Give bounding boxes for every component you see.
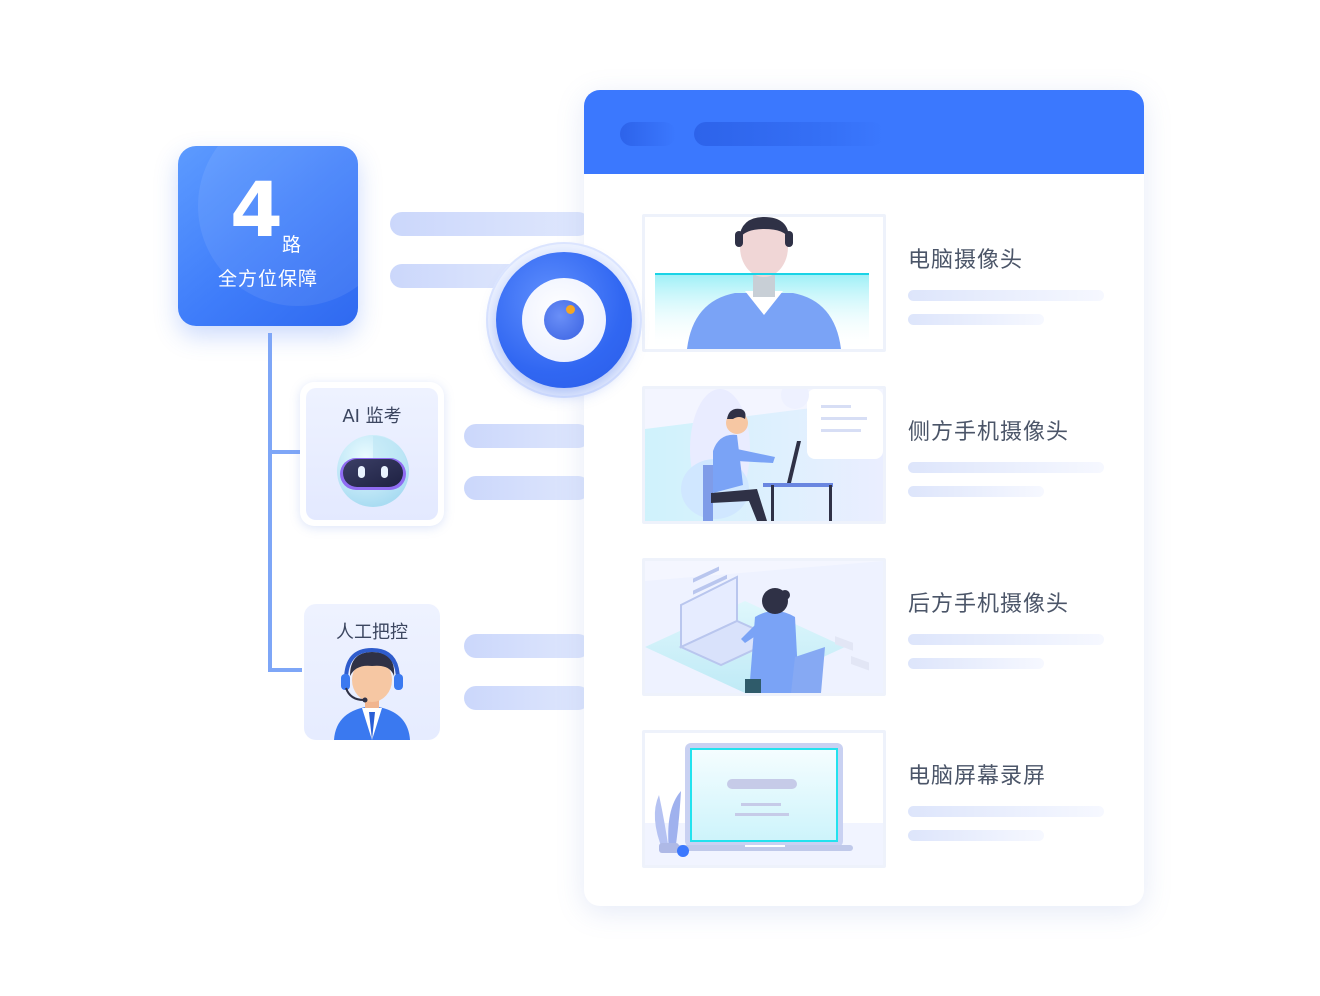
placeholder-line	[908, 658, 1044, 669]
placeholder-line	[908, 290, 1104, 301]
placeholder-line	[908, 634, 1104, 645]
placeholder-bar	[464, 476, 590, 500]
placeholder-bar	[390, 212, 590, 236]
camera-thumb-rear	[642, 558, 886, 696]
placeholder-line	[908, 314, 1044, 325]
placeholder-bar	[464, 686, 590, 710]
placeholder-line	[908, 830, 1044, 841]
ai-proctor-card: AI 监考	[300, 382, 444, 526]
placeholder-line	[908, 806, 1104, 817]
four-way-badge: 4 路 全方位保障	[178, 146, 358, 326]
window-header	[584, 90, 1144, 174]
placeholder-line	[908, 462, 1104, 473]
camera-label-side: 侧方手机摄像头	[908, 420, 1070, 445]
rear-view-desk-icon	[645, 561, 883, 693]
human-proctor-card: 人工把控	[304, 604, 440, 740]
laptop-screen-icon	[645, 733, 883, 865]
placeholder-bar	[464, 634, 590, 658]
ai-proctor-label: AI 监考	[342, 406, 402, 427]
camera-lens-pupil	[544, 300, 584, 340]
header-placeholder-dot	[620, 122, 676, 146]
badge-number: 4	[230, 165, 283, 254]
camera-thumb-screen	[642, 730, 886, 868]
camera-label-screen: 电脑屏幕录屏	[908, 764, 1047, 789]
camera-label-front: 电脑摄像头	[908, 248, 1024, 273]
camera-lens-indicator	[566, 305, 575, 314]
headset-agent-icon	[334, 647, 410, 740]
front-webcam-person-icon	[645, 217, 883, 349]
camera-thumb-side	[642, 386, 886, 524]
placeholder-bar	[464, 424, 590, 448]
human-proctor-label: 人工把控	[336, 622, 408, 643]
header-placeholder-bar	[694, 122, 884, 146]
tree-connector-ai	[268, 450, 302, 454]
side-view-desk-icon	[645, 389, 883, 521]
monitoring-window: 电脑摄像头	[584, 90, 1144, 906]
robot-icon	[337, 435, 409, 507]
camera-thumb-front	[642, 214, 886, 352]
placeholder-line	[908, 486, 1044, 497]
badge-unit: 路	[282, 234, 302, 256]
tree-connector-vertical	[268, 333, 272, 672]
camera-label-rear: 后方手机摄像头	[908, 592, 1070, 617]
tree-connector-human	[268, 668, 302, 672]
badge-subtitle: 全方位保障	[217, 268, 318, 290]
